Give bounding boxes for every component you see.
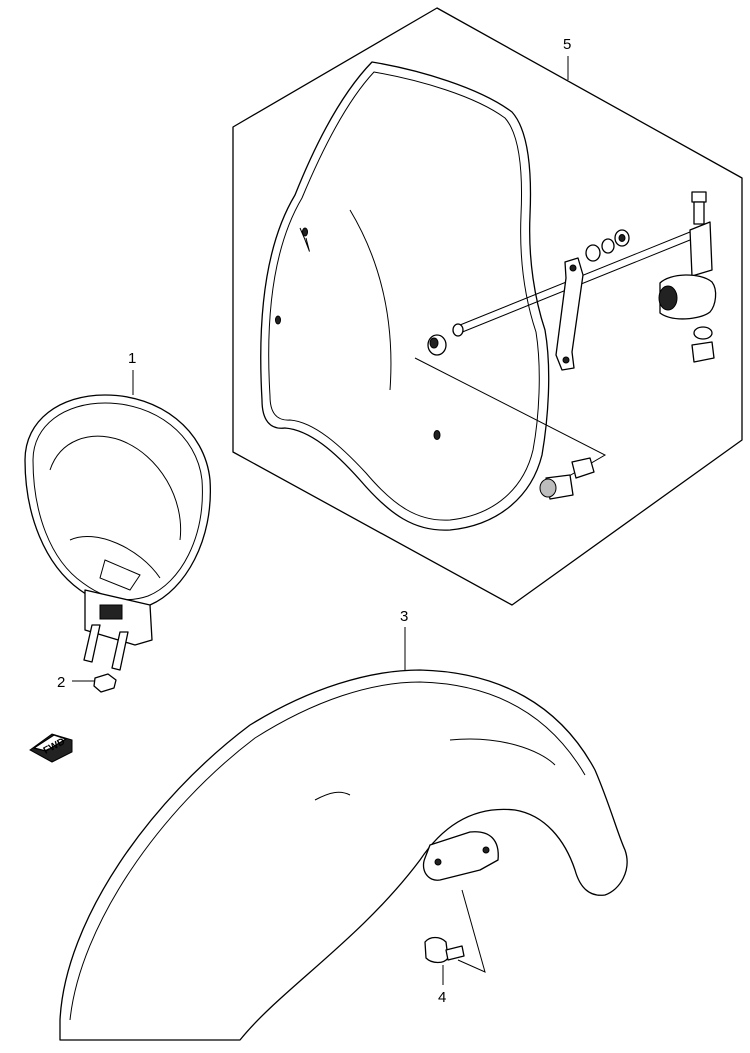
callout-5: 5: [563, 36, 571, 53]
windshield-kit-outline: [232, 7, 743, 606]
callout-3: 3: [400, 608, 408, 625]
windshield-mount-hardware: [414, 191, 717, 500]
windshield-screen: [260, 61, 550, 531]
callout-2: 2: [57, 674, 65, 691]
nut-part: [93, 673, 117, 693]
callout-4: 4: [438, 989, 446, 1006]
headlamp-housing: [24, 394, 211, 671]
direction-arrow: [29, 733, 73, 763]
front-fender: [59, 669, 628, 1041]
callout-1: 1: [128, 350, 136, 367]
bolt-part: [424, 889, 486, 973]
